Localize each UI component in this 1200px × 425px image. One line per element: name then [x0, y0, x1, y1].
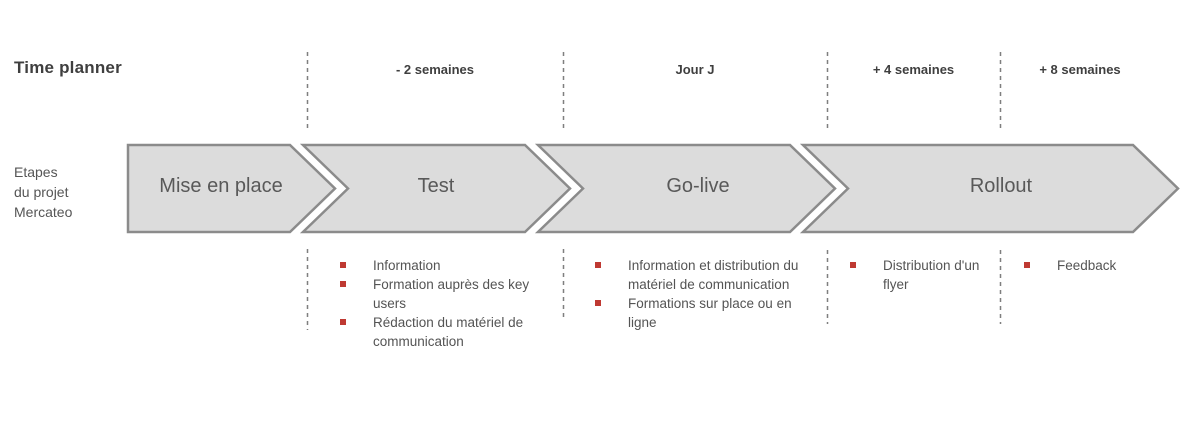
task-item: Formation auprès des key users	[340, 275, 543, 313]
task-item: Information et distribution du matériel …	[595, 256, 803, 294]
task-item: Distribution d'un flyer	[850, 256, 988, 294]
row-label-line: Mercateo	[14, 204, 73, 220]
task-item: Rédaction du matériel de communication	[340, 313, 543, 351]
task-list-test: Information Formation auprès des key use…	[340, 256, 543, 351]
task-item: Formations sur place ou en ligne	[595, 294, 803, 332]
row-label-line: du projet	[14, 184, 69, 200]
task-list-go-live: Information et distribution du matériel …	[595, 256, 803, 332]
milestone-label-plus-4-weeks: + 4 semaines	[872, 62, 955, 77]
milestone-label-minus-2-weeks: - 2 semaines	[395, 62, 475, 77]
diagram-title: Time planner	[14, 58, 122, 77]
phase-label-mise-en-place: Mise en place	[159, 175, 283, 197]
task-list-plus-8-weeks: Feedback	[1024, 256, 1167, 275]
phase-label-rollout: Rollout	[969, 175, 1033, 197]
task-item: Feedback	[1024, 256, 1167, 275]
milestone-label-day-j: Jour J	[675, 62, 715, 77]
task-list-plus-4-weeks: Distribution d'un flyer	[850, 256, 988, 294]
milestone-dashed-lines-bottom	[306, 249, 1002, 330]
row-label-line: Etapes	[14, 164, 58, 180]
row-label-etapes-projet: Etapes du projet Mercateo	[14, 162, 72, 222]
phase-label-test: Test	[417, 175, 455, 197]
chevron-phase-mise-en-place	[126, 143, 337, 234]
phase-label-go-live: Go-live	[666, 175, 730, 197]
chevron-phase-rollout	[799, 143, 1180, 234]
milestone-label-plus-8-weeks: + 8 semaines	[1039, 62, 1121, 77]
chevron-phase-go-live	[534, 143, 837, 234]
chevron-phase-test	[299, 143, 572, 234]
task-item: Information	[340, 256, 543, 275]
